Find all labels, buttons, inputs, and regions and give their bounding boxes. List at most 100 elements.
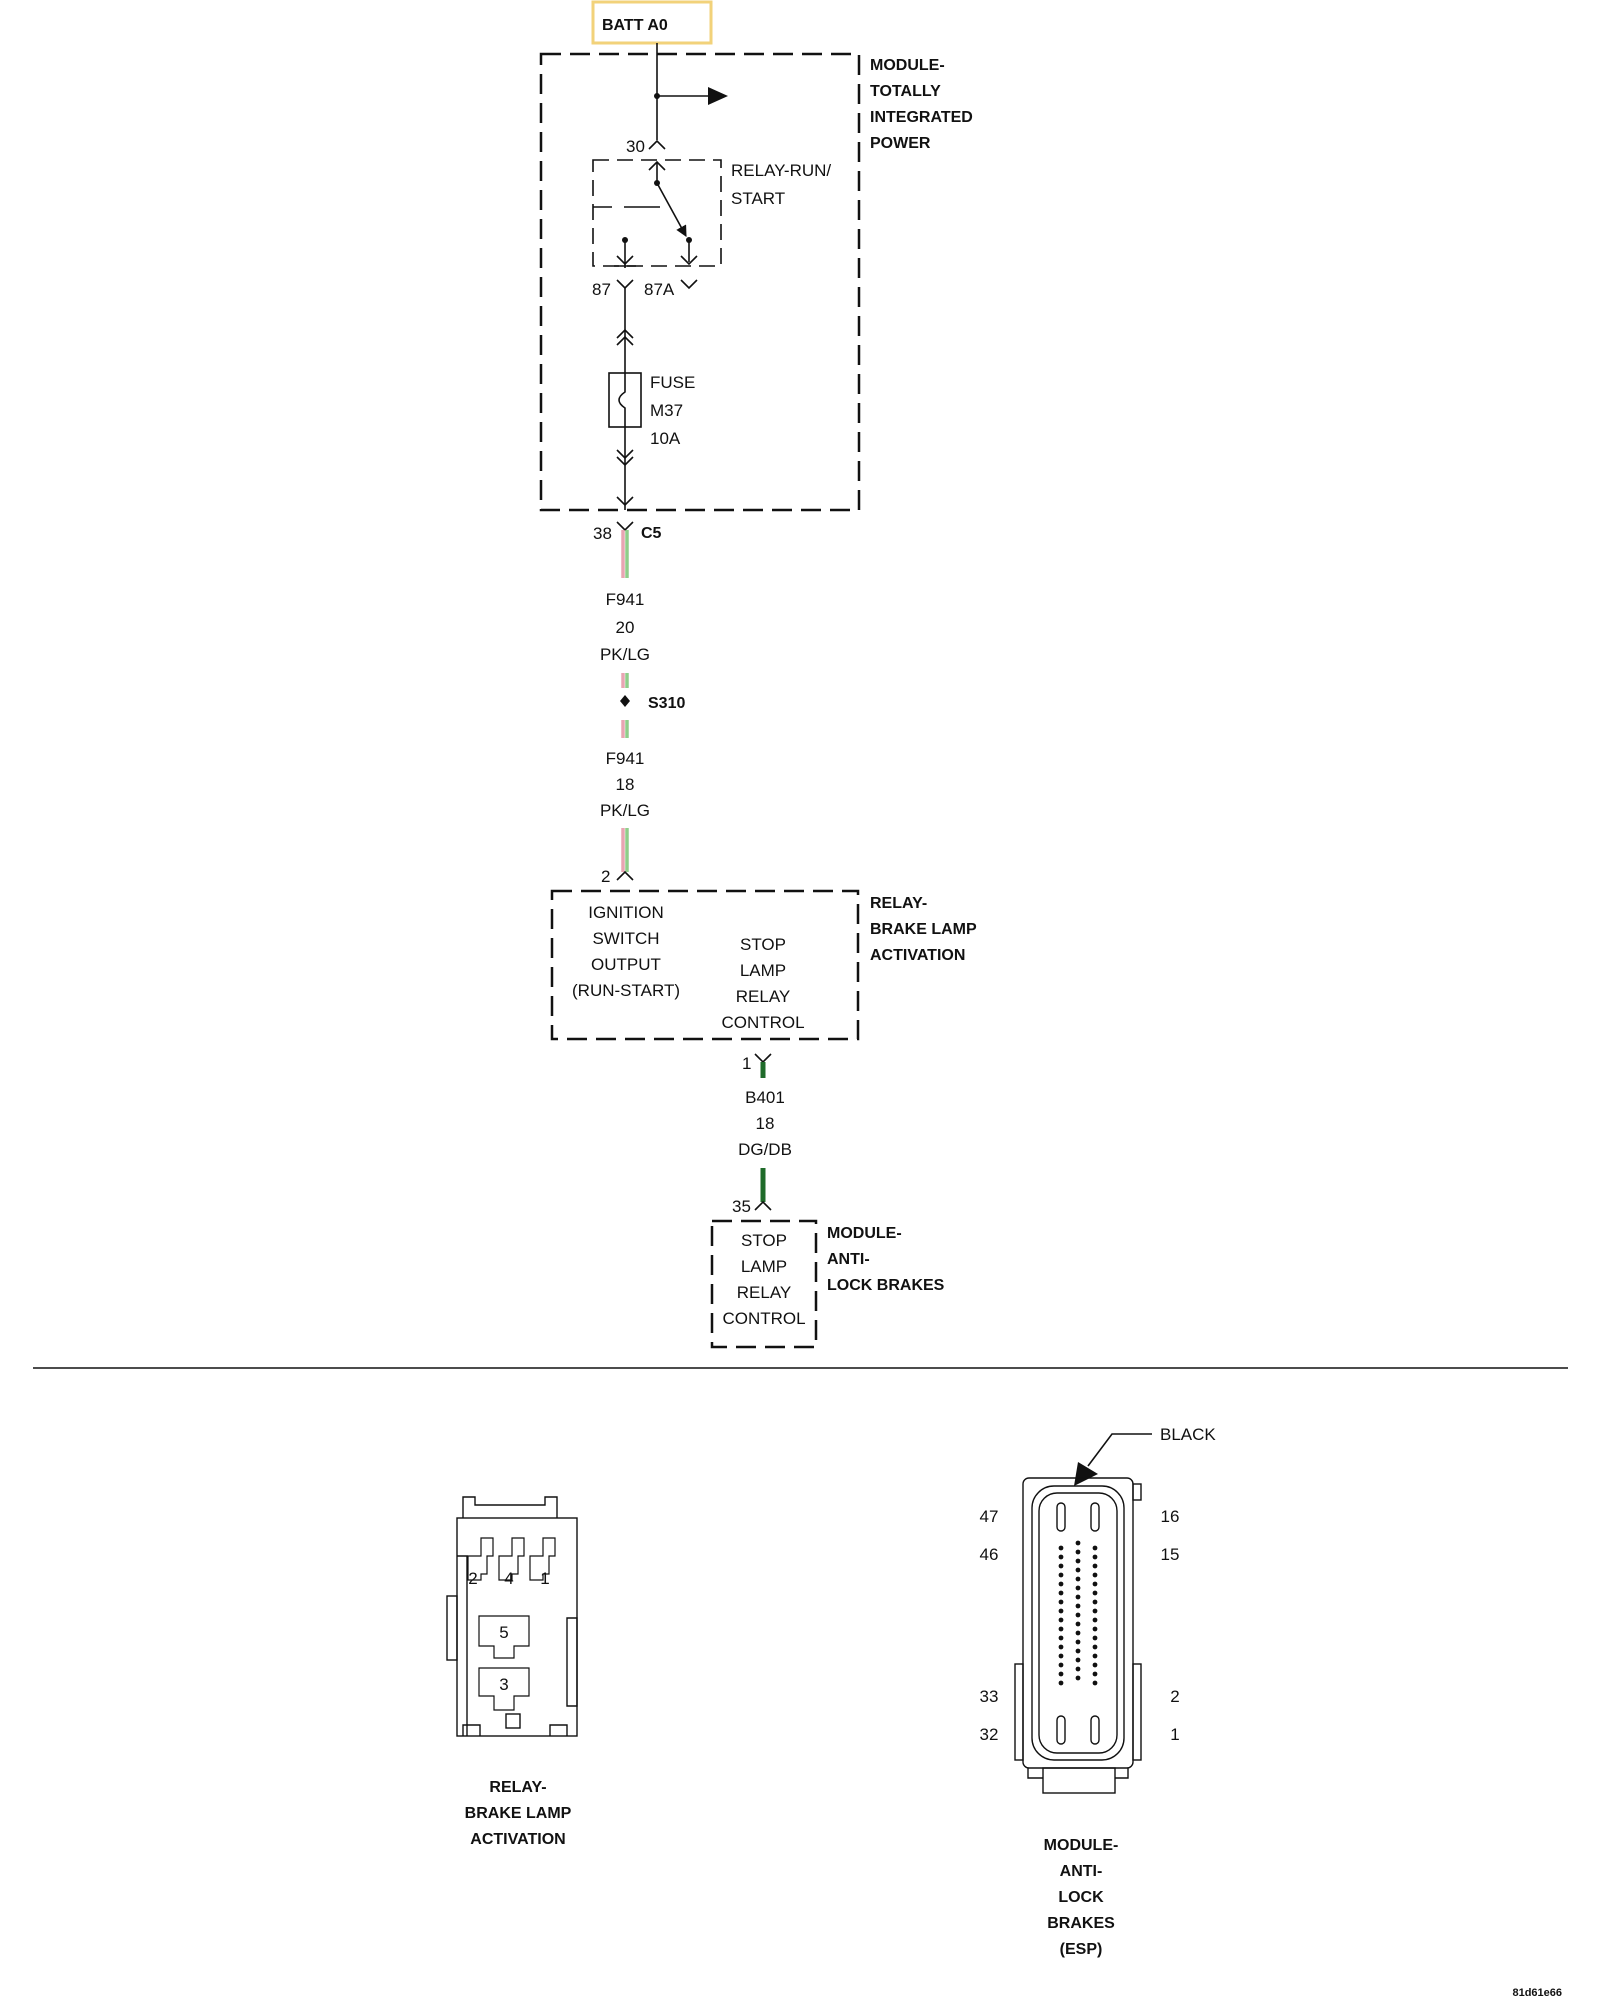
abs-connector-pin-dot <box>1058 1563 1064 1569</box>
brake-relay-title-line-2: BRAKE LAMP <box>870 921 977 938</box>
abs-connector-pin-dot <box>1075 1594 1081 1600</box>
abs-connector-pin-dot <box>1058 1626 1064 1632</box>
abs-connector-pin-dot <box>1092 1671 1098 1677</box>
abs-connector-pin-dot <box>1092 1545 1098 1551</box>
tipm-title-line-2: TOTALLY <box>870 83 941 100</box>
abs-connector-pin-dot <box>1075 1621 1081 1627</box>
run-start-relay-line-1: RELAY-RUN/ <box>731 161 831 180</box>
abs-connector-pin-2: 2 <box>1170 1687 1179 1706</box>
relay-connector-pin-1: 1 <box>540 1569 549 1588</box>
brake-relay-right-line-2: LAMP <box>740 961 786 980</box>
abs-connector-pin-dot <box>1092 1581 1098 1587</box>
connector-c5: C5 <box>641 525 662 542</box>
tipm-module: MODULE- TOTALLY INTEGRATED POWER 30 RELA… <box>539 52 973 543</box>
abs-connector-pin-dot <box>1058 1644 1064 1650</box>
abs-connector-pin-dot <box>1075 1540 1081 1546</box>
wire-f941-18: F941 18 PK/LG <box>600 720 650 872</box>
battery-feed: BATT A0 <box>591 0 728 140</box>
abs-connector-pin-dot <box>1092 1608 1098 1614</box>
abs-connector-caption-2: ANTI- <box>1060 1863 1103 1880</box>
abs-connector-pin-dot <box>1058 1554 1064 1560</box>
abs-title-line-1: MODULE- <box>827 1225 902 1242</box>
abs-connector-pin-dot <box>1075 1585 1081 1591</box>
tipm-title-line-3: INTEGRATED <box>870 109 973 126</box>
brake-relay-left-line-2: SWITCH <box>592 929 659 948</box>
abs-connector-pin-dot <box>1075 1630 1081 1636</box>
brake-relay-right-line-4: CONTROL <box>721 1013 804 1032</box>
abs-connector-pin-47: 47 <box>980 1507 999 1526</box>
brake-relay-right-line-3: RELAY <box>736 987 791 1006</box>
abs-inner-line-3: RELAY <box>737 1283 792 1302</box>
c5-pin-38: 38 <box>593 524 612 543</box>
relay-connector-caption-3: ACTIVATION <box>470 1831 565 1848</box>
abs-connector-pin-dot <box>1075 1657 1081 1663</box>
abs-connector-pin-dot <box>1058 1671 1064 1677</box>
abs-connector-view: BLACK 47 46 33 32 16 15 2 1 MODULE- ANTI… <box>980 1425 1217 1958</box>
wire-f941-20: F941 20 PK/LG <box>600 530 650 688</box>
wire-b401-gauge: 18 <box>756 1114 775 1133</box>
abs-connector-pin-dot <box>1075 1549 1081 1555</box>
abs-connector-color: BLACK <box>1160 1425 1216 1444</box>
abs-connector-pin-dot <box>1058 1662 1064 1668</box>
fuse-line-2: M37 <box>650 401 683 420</box>
abs-connector-caption-5: (ESP) <box>1060 1941 1103 1958</box>
figure-id: 81d61e66 <box>1512 1987 1562 1999</box>
abs-title-line-2: ANTI- <box>827 1251 870 1268</box>
abs-connector-pin-dot <box>1058 1617 1064 1623</box>
wire-f941-18-circuit: F941 <box>606 749 645 768</box>
wire-f941-18-color: PK/LG <box>600 801 650 820</box>
abs-connector-pin-grid <box>1058 1540 1098 1686</box>
feed-arrow-icon <box>708 87 728 105</box>
abs-connector-pin-16: 16 <box>1161 1507 1180 1526</box>
brake-relay-left-line-4: (RUN-START) <box>572 981 680 1000</box>
abs-connector-pin-dot <box>1058 1680 1064 1686</box>
abs-connector-pin-dot <box>1092 1599 1098 1605</box>
wire-b401-color: DG/DB <box>738 1140 792 1159</box>
abs-inner-line-2: LAMP <box>741 1257 787 1276</box>
splice-dot-icon <box>620 695 630 707</box>
abs-connector-pin-dot <box>1075 1603 1081 1609</box>
splice-s310: S310 <box>620 695 685 712</box>
abs-connector-pin-dot <box>1058 1653 1064 1659</box>
abs-connector-pin-dot <box>1075 1558 1081 1564</box>
abs-connector-pin-dot <box>1075 1648 1081 1654</box>
abs-connector-pin-dot <box>1058 1599 1064 1605</box>
wire-b401-circuit: B401 <box>745 1088 785 1107</box>
relay-connector-caption-1: RELAY- <box>489 1779 546 1796</box>
abs-connector-caption-1: MODULE- <box>1044 1837 1119 1854</box>
abs-connector-pin-dot <box>1075 1639 1081 1645</box>
brake-lamp-relay: 2 RELAY- BRAKE LAMP ACTIVATION IGNITION … <box>550 867 977 1073</box>
abs-module: 35 MODULE- ANTI- LOCK BRAKES STOP LAMP R… <box>710 1197 945 1349</box>
abs-connector-pin-dot <box>1058 1608 1064 1614</box>
wire-f941-20-color: PK/LG <box>600 645 650 664</box>
relay-pin-87a: 87A <box>644 280 675 299</box>
abs-inner-line-4: CONTROL <box>722 1309 805 1328</box>
fuse-line-3: 10A <box>650 429 681 448</box>
abs-connector-pin-dot <box>1058 1572 1064 1578</box>
abs-connector-pin-dot <box>1092 1590 1098 1596</box>
abs-connector-pin-dot <box>1092 1563 1098 1569</box>
battery-label: BATT A0 <box>602 17 668 34</box>
abs-connector-pin-dot <box>1092 1617 1098 1623</box>
abs-connector-caption-4: BRAKES <box>1047 1915 1115 1932</box>
abs-connector-pin-dot <box>1075 1567 1081 1573</box>
wire-b401-18: B401 18 DG/DB <box>738 1062 792 1202</box>
brake-relay-left-line-1: IGNITION <box>588 903 664 922</box>
abs-connector-pin-dot <box>1092 1653 1098 1659</box>
relay-connector-pin-4: 4 <box>504 1569 513 1588</box>
brake-relay-title-line-3: ACTIVATION <box>870 947 965 964</box>
relay-connector-pin-5: 5 <box>499 1623 508 1642</box>
abs-connector-pin-dot <box>1058 1545 1064 1551</box>
tipm-pin-30: 30 <box>626 137 645 156</box>
abs-connector-pin-dot <box>1092 1626 1098 1632</box>
abs-inner-line-1: STOP <box>741 1231 787 1250</box>
relay-connector-pin-3: 3 <box>499 1675 508 1694</box>
abs-connector-pin-dot <box>1092 1662 1098 1668</box>
abs-pin-35: 35 <box>732 1197 751 1216</box>
fuse-line-1: FUSE <box>650 373 695 392</box>
run-start-relay-line-2: START <box>731 189 785 208</box>
wire-f941-18-gauge: 18 <box>616 775 635 794</box>
tipm-boundary <box>539 52 861 512</box>
brake-relay-pin-2: 2 <box>601 867 610 886</box>
